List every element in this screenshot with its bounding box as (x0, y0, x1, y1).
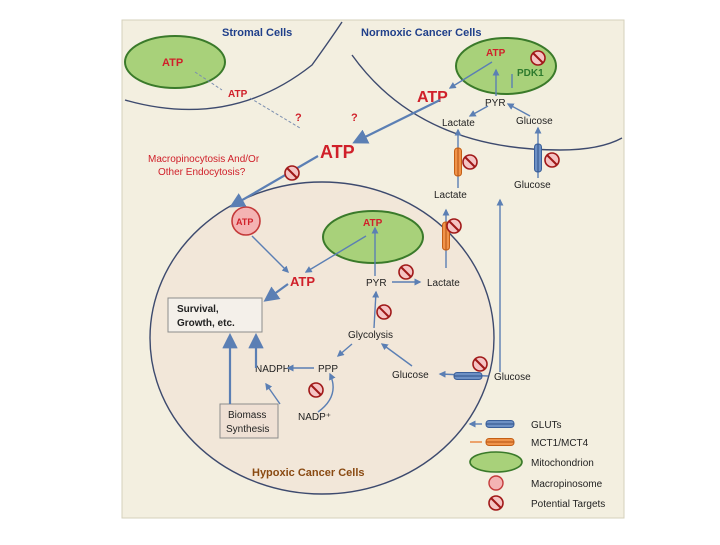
nadph-to-biomass (265, 382, 281, 405)
pyr-normoxic: PYR (485, 98, 506, 109)
glycolysis-to-pyr (372, 290, 380, 329)
stromal-membrane (124, 21, 343, 111)
mito-to-atp-arrow (448, 61, 493, 89)
no-symbol-icon (462, 154, 478, 170)
macropinosome-icon (488, 475, 504, 491)
glycolysis-to-ppp (336, 343, 353, 357)
pyr-hypoxic: PYR (366, 278, 387, 289)
glucose-hypoxic: Glucose (392, 370, 429, 381)
glucose-normoxic: Glucose (516, 116, 553, 127)
glut-transporter-icon (453, 372, 483, 380)
mct-transporter-icon (485, 438, 515, 446)
no-symbol-icon (398, 264, 414, 280)
legend: GLUTs MCT1/MCT4 Mitochondrion Macropinos… (468, 420, 605, 511)
no-symbol-icon (376, 304, 392, 320)
survival-line2: Growth, etc. (177, 318, 235, 329)
atp-to-survival-arrow (263, 283, 289, 302)
legend-glut-label: GLUTs (531, 420, 562, 431)
label-macro: Macropinocytosis And/Or (148, 154, 260, 165)
lactate-normoxic: Lactate (442, 118, 475, 129)
lactate-mid: Lactate (434, 190, 467, 201)
glucose-to-glycolysis (380, 343, 413, 367)
biomass-line2: Synthesis (226, 424, 269, 435)
no-symbol-icon (472, 356, 488, 372)
mito-atp-to-atp-arrow (304, 235, 367, 273)
glycolysis-label: Glycolysis (348, 330, 393, 341)
ppp-label: PPP (318, 364, 338, 375)
no-symbol-icon (308, 382, 324, 398)
normoxic-mitochondrion (455, 37, 557, 95)
atp-stromal-mito: ATP (162, 57, 183, 69)
nadp-label: NADP⁺ (298, 412, 331, 423)
hypoxic-mitochondrion (322, 210, 424, 264)
no-symbol-icon (544, 152, 560, 168)
pdk1-label: PDK1 (517, 68, 544, 79)
legend-mct-label: MCT1/MCT4 (531, 438, 589, 449)
biomass-line1: Biomass (228, 410, 266, 421)
legend-mito-label: Mitochondrion (531, 458, 594, 469)
glut-transporter-icon (534, 143, 542, 173)
survival-box (167, 297, 263, 333)
macro-to-atp-arrow (251, 235, 289, 273)
glut-transporter-icon (485, 420, 515, 428)
atp-macropinosome: ATP (236, 217, 253, 227)
atp-hypoxic-mito: ATP (363, 218, 383, 229)
legend-macro-label: Macropinosome (531, 479, 603, 490)
atp-normoxic-mito: ATP (486, 48, 506, 59)
mct-transporter-icon (454, 147, 462, 177)
atp-hypoxic: ATP (290, 274, 315, 289)
pyr-to-lactate-normoxic (468, 105, 489, 117)
lactate-hypoxic: Lactate (427, 278, 460, 289)
no-symbol-icon (284, 165, 300, 181)
atp-normoxic-big: ATP (417, 89, 448, 106)
legend-target-label: Potential Targets (531, 499, 605, 510)
label-hypoxic: Hypoxic Cancer Cells (252, 467, 365, 479)
biomass-box (219, 403, 279, 439)
nadp-recycle (317, 372, 336, 413)
nadph-label: NADPH (255, 364, 290, 375)
atp-center: ATP (320, 142, 355, 162)
label-q2: ? (351, 112, 358, 124)
no-symbol-icon (488, 495, 504, 511)
label-normoxic: Normoxic Cancer Cells (361, 27, 481, 39)
glucose-to-pyr-normoxic (506, 103, 531, 117)
survival-line1: Survival, (177, 304, 219, 315)
glucose-mid: Glucose (514, 180, 551, 191)
atp-stromal-out: ATP (228, 89, 248, 100)
no-symbol-icon (530, 50, 546, 66)
normoxic-atp-arrow (352, 99, 441, 144)
label-macro2: Other Endocytosis? (158, 167, 246, 178)
mitochondrion-icon (469, 451, 523, 473)
label-stromal: Stromal Cells (222, 27, 292, 39)
label-q1: ? (295, 112, 302, 124)
normoxic-membrane (351, 54, 623, 151)
no-symbol-icon (446, 218, 462, 234)
atp-to-macro-arrow (229, 155, 319, 208)
stromal-atp-dashed (194, 71, 223, 91)
glucose-hypoxic-out: Glucose (494, 372, 531, 383)
